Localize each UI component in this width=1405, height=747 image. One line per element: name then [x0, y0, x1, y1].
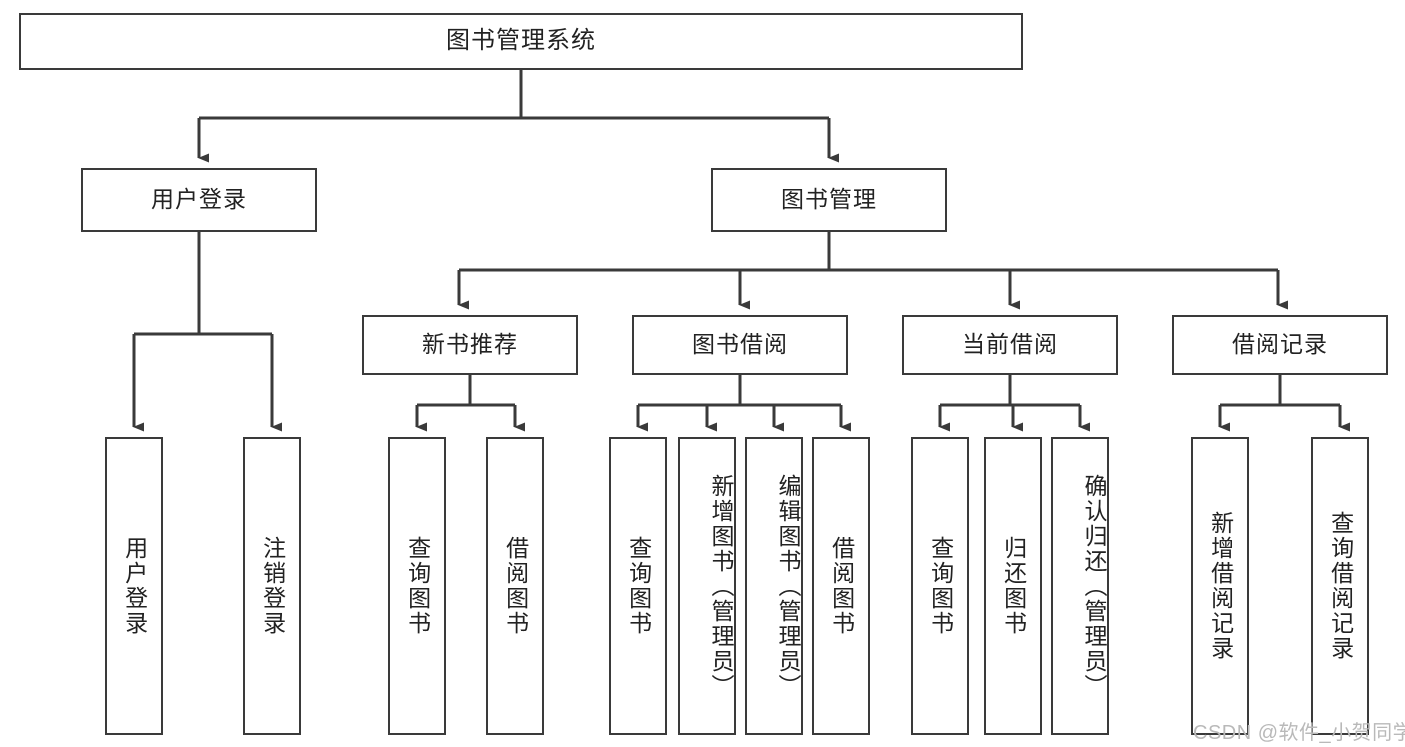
node-leaf-edit-book-admin[interactable]: 编辑图书（管理员）: [745, 437, 803, 735]
node-leaf-add-borrow-record[interactable]: 新增借阅记录: [1191, 437, 1249, 735]
node-leaf-confirm-return-admin[interactable]: 确认归还（管理员）: [1051, 437, 1109, 735]
node-leaf-add-book-admin[interactable]: 新增图书（管理员）: [678, 437, 736, 735]
node-leaf-logout[interactable]: 注销登录: [243, 437, 301, 735]
node-leaf-query-book-recommend[interactable]: 查询图书: [388, 437, 446, 735]
node-borrow-record[interactable]: 借阅记录: [1172, 315, 1388, 375]
node-leaf-return-book[interactable]: 归还图书: [984, 437, 1042, 735]
node-leaf-user-login[interactable]: 用户登录: [105, 437, 163, 735]
node-book-borrow[interactable]: 图书借阅: [632, 315, 848, 375]
csdn-watermark: CSDN @软件_小贺同学: [1193, 722, 1405, 744]
node-current-borrow[interactable]: 当前借阅: [902, 315, 1118, 375]
node-leaf-borrow-book[interactable]: 借阅图书: [812, 437, 870, 735]
node-leaf-borrow-book-recommend[interactable]: 借阅图书: [486, 437, 544, 735]
node-book-management[interactable]: 图书管理: [711, 168, 947, 232]
node-leaf-query-book-borrow[interactable]: 查询图书: [609, 437, 667, 735]
node-user-login[interactable]: 用户登录: [81, 168, 317, 232]
node-new-book-recommend[interactable]: 新书推荐: [362, 315, 578, 375]
node-leaf-query-book-current[interactable]: 查询图书: [911, 437, 969, 735]
node-leaf-query-borrow-record[interactable]: 查询借阅记录: [1311, 437, 1369, 735]
node-root-system[interactable]: 图书管理系统: [19, 13, 1023, 70]
